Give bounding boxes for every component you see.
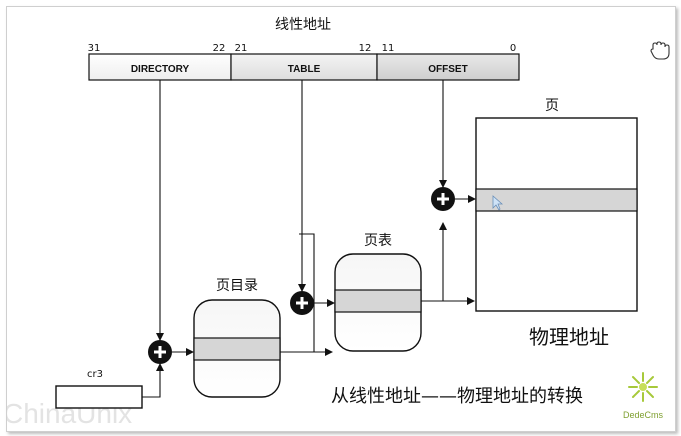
hand-cursor-icon: [650, 41, 670, 60]
adder-2: [290, 291, 314, 315]
adder-1: [148, 340, 172, 364]
diagram-frame: ChinaUnix 线性地址 31 22 21 12 11 0 DIRECTOR…: [6, 6, 676, 432]
bit-22-label: 22: [213, 43, 226, 54]
linear-address-title: 线性地址: [275, 17, 331, 33]
bit-11-label: 11: [382, 43, 395, 54]
directory-label: DIRECTORY: [131, 64, 190, 75]
bit-21-label: 21: [235, 43, 248, 54]
offset-label: OFFSET: [428, 64, 467, 75]
page-box: [475, 117, 638, 312]
cr3-register: [55, 385, 143, 409]
bit-31-label: 31: [88, 43, 101, 54]
bit-12-label: 12: [359, 43, 372, 54]
table-label: TABLE: [288, 64, 321, 75]
table-field: [230, 53, 378, 81]
physical-address-label: 物理地址: [529, 325, 609, 349]
connector-lines: [142, 80, 476, 398]
mouse-pointer-icon: [492, 195, 504, 211]
page-directory-label: 页目录: [216, 278, 258, 294]
offset-field: [376, 53, 520, 81]
directory-field: [88, 53, 232, 81]
paging-diagram: ChinaUnix 线性地址 31 22 21 12 11 0 DIRECTOR…: [7, 17, 670, 429]
plus-icon: [296, 297, 308, 309]
page-table-label: 页表: [364, 233, 392, 249]
page-table-entry: [334, 289, 422, 313]
plus-icon: [154, 346, 166, 358]
dedecms-logo: DedeCms: [623, 372, 664, 420]
bit-0-label: 0: [510, 43, 516, 54]
page-directory-entry: [193, 337, 281, 361]
caption: 从线性地址——物理地址的转换: [331, 386, 583, 407]
cr3-arrow: [142, 363, 164, 398]
linear-address-bar: DIRECTORY TABLE OFFSET: [88, 53, 520, 81]
dedecms-watermark: DedeCms: [623, 410, 664, 420]
adder-3: [431, 187, 455, 211]
plus-icon: [437, 193, 449, 205]
cr3-label: cr3: [87, 369, 103, 380]
page-entry: [475, 188, 638, 212]
page-label: 页: [545, 98, 559, 114]
